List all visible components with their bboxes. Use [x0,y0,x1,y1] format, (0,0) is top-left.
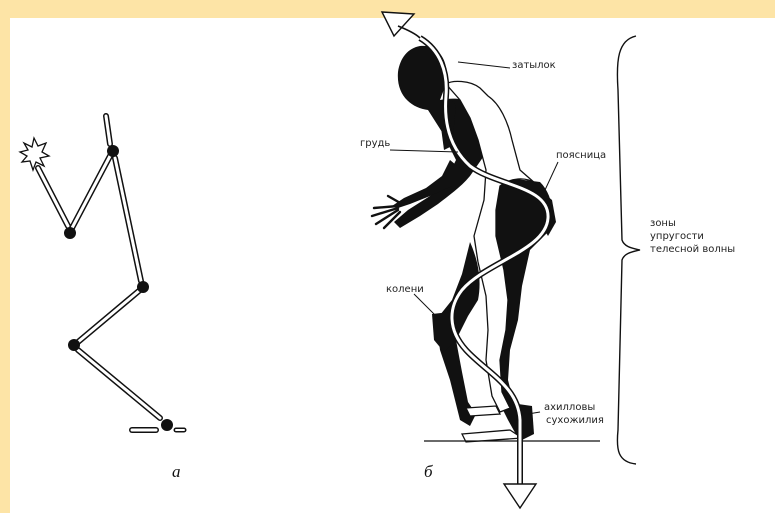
human-figure-b [372,12,600,508]
label-achilles-2: сухожилия [546,415,604,426]
zones-line-3: телесной волны [650,244,735,255]
caption-b: б [424,462,433,482]
skeleton-figure-a [20,116,184,431]
label-knees: колени [386,284,424,295]
arrow-up-icon [382,12,420,38]
label-chest: грудь [360,138,390,149]
caption-a: а [172,462,181,482]
label-achilles-1: ахилловы [544,402,595,413]
label-nape: затылок [512,60,556,71]
label-pelvis: поясница [556,150,606,161]
arrow-down-icon [504,484,536,508]
zones-line-1: зоны [650,218,676,229]
zones-bracket [617,36,640,464]
spark-icon [20,138,49,170]
zones-line-2: упругости [650,231,704,242]
